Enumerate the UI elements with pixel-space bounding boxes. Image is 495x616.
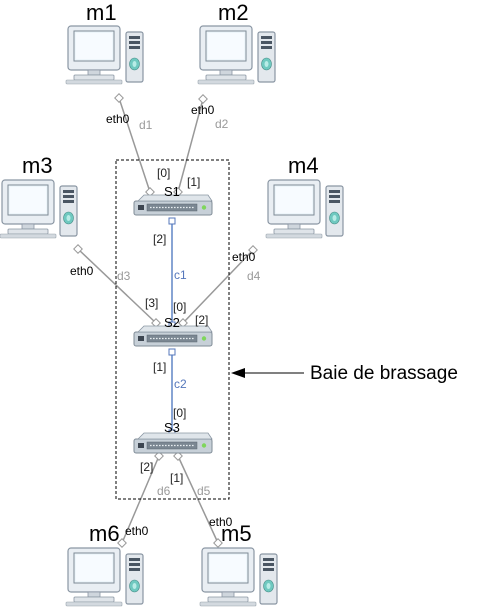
connector-s3-p1 (173, 451, 183, 461)
iface-m5: eth0 (209, 515, 233, 529)
cable-d2[interactable] (177, 98, 204, 193)
iface-m6: eth0 (125, 524, 149, 538)
cable-d1[interactable] (118, 97, 151, 193)
cable-d4[interactable] (182, 249, 254, 324)
connector-s1-p2 (168, 217, 176, 225)
port-s2-2: [2] (195, 313, 208, 327)
machine-name: m6 (89, 521, 120, 546)
cable-label-c1: c1 (174, 268, 187, 282)
connector-s2-p3 (151, 318, 161, 328)
cable-label-d4: d4 (247, 269, 261, 283)
computer-icon (197, 25, 276, 85)
connector-s1-p0 (145, 187, 155, 197)
iface-m4: eth0 (232, 250, 256, 264)
port-s1-2: [2] (153, 232, 166, 246)
port-labels: [0] [1] [2] [3] [0] [2] [1] [0] [2] [1] (140, 166, 208, 485)
rack-annotation: Baie de brassage (231, 363, 458, 384)
machine-name: m1 (86, 0, 117, 25)
computer-icon (265, 179, 344, 239)
machine-name: m2 (218, 0, 249, 25)
switch-name: S2 (164, 315, 180, 330)
machine-m5[interactable]: m5 (199, 521, 278, 607)
switch-name: S1 (164, 184, 180, 199)
connector-m2 (198, 94, 208, 104)
cable-labels: d1 d2 d3 d4 d5 d6 c1 c2 (117, 117, 261, 498)
iface-m2: eth0 (191, 103, 215, 117)
rack-arrow-head (231, 368, 245, 378)
port-s2-1: [1] (153, 360, 166, 374)
patch-bay-frame (115, 159, 230, 500)
switch-s1[interactable]: S1 (133, 184, 213, 216)
interface-labels: eth0 eth0 eth0 eth0 eth0 eth0 (70, 103, 256, 538)
connector-m5 (213, 538, 223, 548)
rack-label: Baie de brassage (310, 363, 458, 384)
computer-icon (0, 179, 78, 239)
cable-label-d1: d1 (139, 118, 153, 132)
cable-label-d2: d2 (215, 117, 229, 131)
port-s2-3: [3] (145, 296, 158, 310)
port-s2-0: [0] (173, 300, 186, 314)
switch-icon (133, 432, 213, 454)
machine-name: m5 (221, 521, 252, 546)
computer-icon (65, 25, 144, 85)
port-s3-2: [2] (140, 460, 153, 474)
connector-m3 (73, 244, 83, 254)
cable-d3[interactable] (77, 248, 157, 324)
switch-name: S3 (164, 420, 180, 435)
cable-label-c2: c2 (174, 377, 187, 391)
connectors (73, 93, 258, 548)
connector-m6 (117, 538, 127, 548)
cable-label-d6: d6 (157, 484, 171, 498)
machine-m3[interactable]: m3 (0, 153, 78, 239)
connector-m1 (114, 93, 124, 103)
computer-icon (199, 547, 278, 607)
switch-s2[interactable]: S2 (133, 315, 213, 347)
machine-m4[interactable]: m4 (265, 153, 344, 239)
computer-icon (65, 547, 144, 607)
machine-name: m4 (288, 153, 319, 178)
connector-s1-p1 (173, 187, 183, 197)
port-s1-0: [0] (157, 166, 170, 180)
connector-s2-p2 (178, 318, 188, 328)
iface-m1: eth0 (106, 112, 130, 126)
cable-label-d5: d5 (197, 484, 211, 498)
machine-m2[interactable]: m2 (197, 0, 276, 85)
connector-s3-p2 (154, 451, 164, 461)
port-s3-1: [1] (170, 471, 183, 485)
switch-s3[interactable]: S3 (133, 420, 213, 454)
connector-m4 (248, 245, 258, 255)
machine-m6[interactable]: m6 (65, 521, 144, 607)
iface-m3: eth0 (70, 264, 94, 278)
machine-name: m3 (22, 153, 53, 178)
machine-m1[interactable]: m1 (65, 0, 144, 85)
cable-label-d3: d3 (117, 269, 131, 283)
connector-s2-p1 (168, 348, 176, 356)
port-s3-0: [0] (173, 406, 186, 420)
port-s1-1: [1] (187, 175, 200, 189)
